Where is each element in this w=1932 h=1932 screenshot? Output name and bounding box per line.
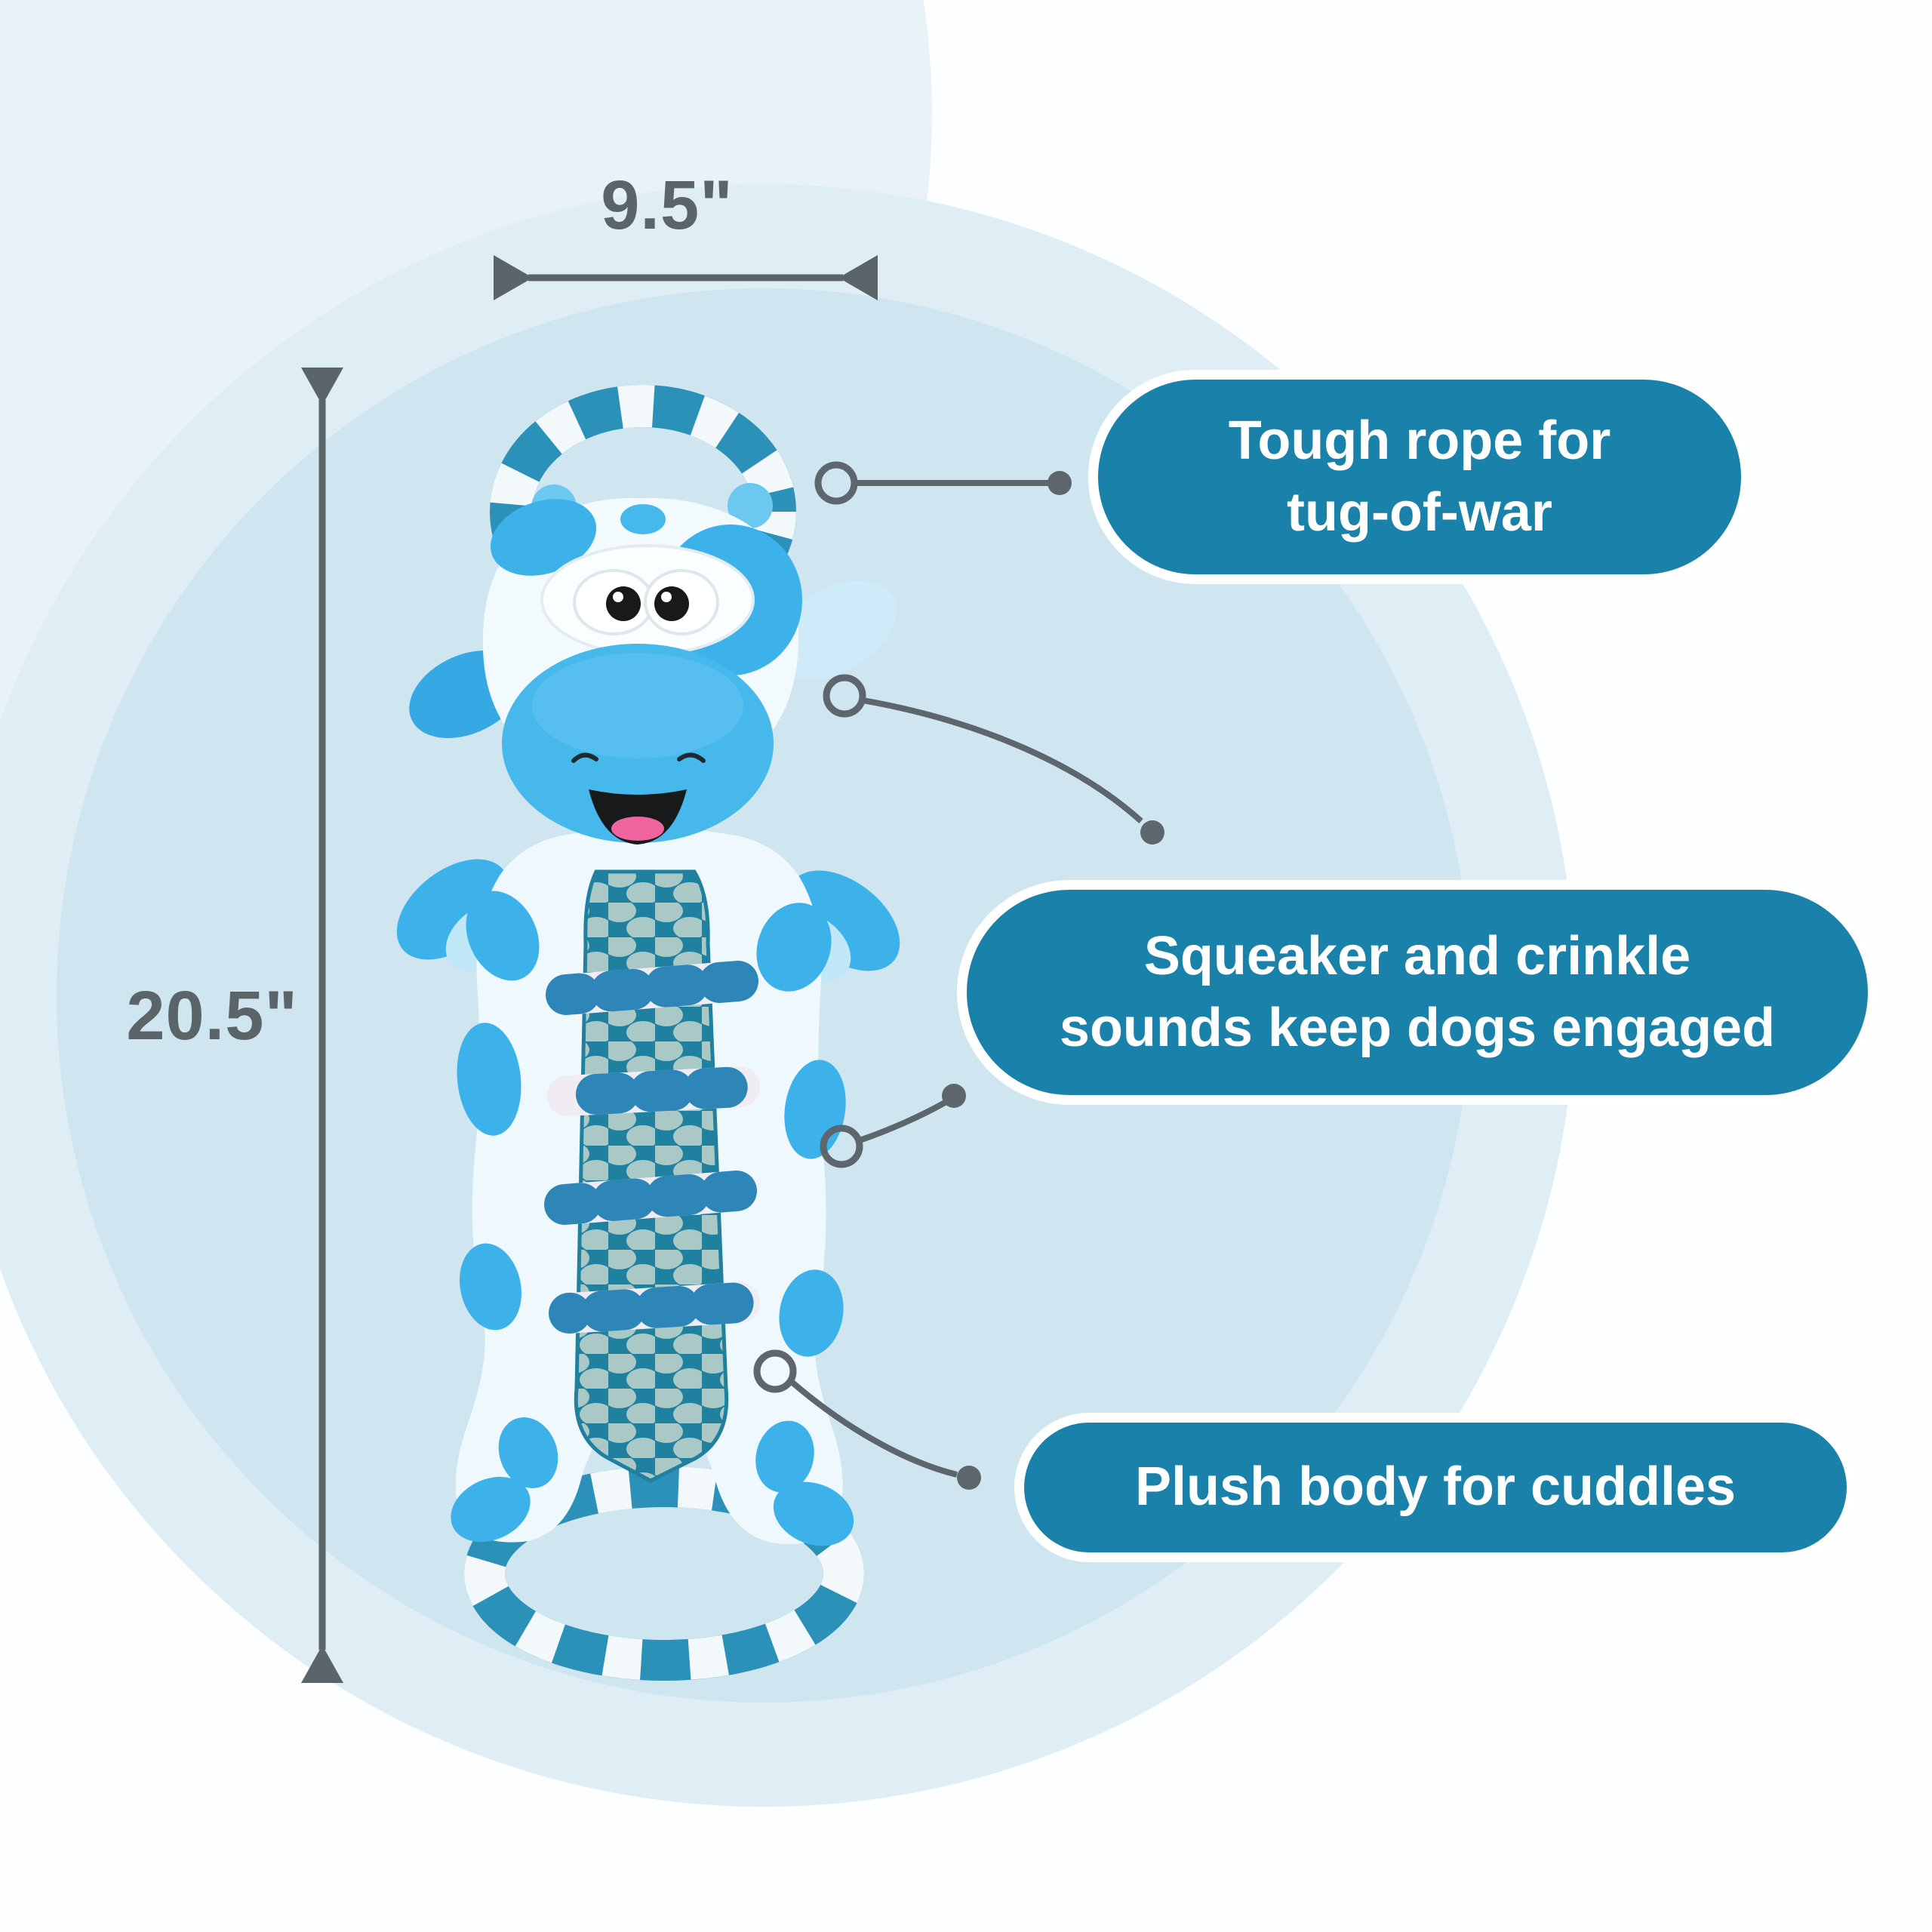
crinkle-belly-panel xyxy=(544,869,760,1483)
leader-lines xyxy=(753,461,1164,1490)
callout-line: tug-of-war xyxy=(1287,482,1552,543)
cow-muzzle xyxy=(502,644,774,844)
leader-squeaker-top xyxy=(823,674,1164,844)
bottom-rope-loop-icon xyxy=(464,1466,864,1681)
toy-body-spots xyxy=(451,891,854,1546)
width-dimension-arrow-icon xyxy=(494,255,878,300)
callout-squeaker-crinkle: Squeaker and crinkle sounds keep dogs en… xyxy=(957,880,1878,1105)
callout-tough-rope: Tough rope for tug-of-war xyxy=(1088,370,1751,584)
callout-plush-body: Plush body for cuddles xyxy=(1014,1413,1857,1562)
cow-head xyxy=(409,483,897,844)
rope-knots-icon xyxy=(544,961,760,1334)
cow-tongue xyxy=(611,817,664,841)
leader-squeaker-bottom xyxy=(820,1084,966,1168)
leader-plush xyxy=(753,1349,981,1490)
height-dimension-label: 20.5" xyxy=(126,977,298,1054)
cow-horn-right xyxy=(728,483,773,528)
callout-line: Tough rope for xyxy=(1228,410,1611,471)
callout-line: sounds keep dogs engaged xyxy=(1059,998,1776,1058)
cow-ear-right xyxy=(771,580,897,680)
leader-rope xyxy=(814,461,1072,505)
height-dimension-arrow-icon xyxy=(301,368,343,1683)
callout-line: Squeaker and crinkle xyxy=(1143,925,1691,986)
dimension-arrows xyxy=(301,255,878,1683)
width-dimension-label: 9.5" xyxy=(601,167,734,244)
cow-eyes xyxy=(573,569,719,635)
callout-line: Plush body for cuddles xyxy=(1134,1457,1737,1518)
plush-cow-toy xyxy=(396,385,900,1681)
